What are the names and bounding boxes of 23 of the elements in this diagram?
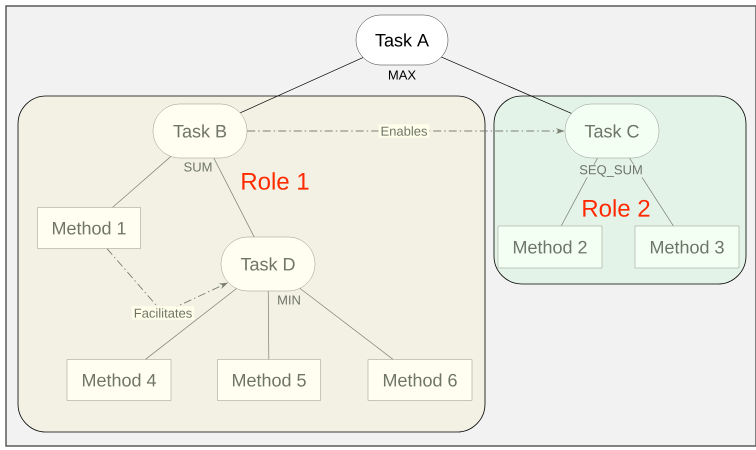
connector (240, 57, 364, 114)
task-box: Task C (564, 104, 660, 158)
connector (214, 158, 254, 238)
connector (268, 290, 270, 360)
connector (300, 288, 394, 360)
task-box: Task B (152, 104, 248, 158)
aggregation-label: MAX (387, 70, 417, 80)
connector (112, 156, 172, 208)
method-box: Method 2 (498, 226, 602, 268)
aggregation-label: SEQ_SUM (578, 164, 644, 178)
edge-label: Enables (378, 124, 430, 138)
aggregation-label: MIN (276, 295, 302, 305)
method-box: Method 5 (217, 359, 321, 401)
task-box: Task D (220, 236, 316, 292)
connector (441, 56, 572, 114)
aggregation-label: SUM (183, 162, 213, 172)
method-box: Method 3 (634, 226, 740, 268)
task-box: Task A (356, 14, 448, 66)
method-box: Method 1 (37, 207, 141, 249)
method-box: Method 4 (66, 359, 172, 401)
method-box: Method 6 (368, 359, 472, 401)
edge-label: Facilitates (132, 306, 194, 320)
connector (145, 288, 237, 360)
